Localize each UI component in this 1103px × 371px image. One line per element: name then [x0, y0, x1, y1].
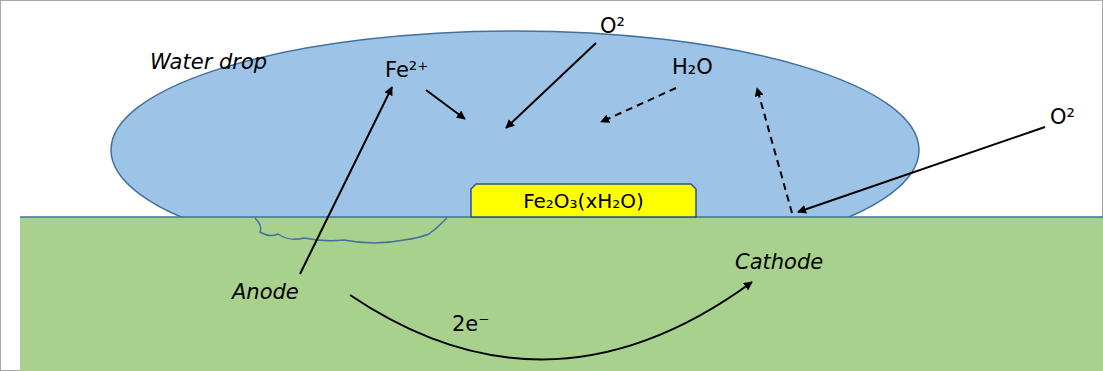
drop-shape: [111, 31, 919, 217]
water-to-rust-arrow: [601, 88, 676, 122]
rust-box: Fe₂O₃(xH₂O): [470, 183, 697, 218]
electron-label: 2e⁻: [452, 312, 489, 337]
anode-pit: [255, 218, 447, 243]
oxygen-arrow: [506, 43, 596, 128]
fe-ion-arrow: [300, 87, 392, 274]
drop-label: Water drop: [150, 50, 267, 75]
oxygen-label: O²: [1050, 105, 1075, 130]
metal-ground: [20, 217, 1103, 371]
electron-flow-arrow: [350, 282, 752, 359]
metal-surface: [20, 216, 1103, 218]
oxygen-label: O²: [600, 14, 625, 39]
compound-label: Fe₂O₃(xH₂O): [523, 189, 644, 213]
oxygen-cathode-arrow: [798, 127, 1045, 212]
water-label: H₂O: [672, 55, 713, 80]
cathode-label: Cathode: [735, 250, 823, 275]
cathode-water-arrow: [757, 88, 792, 213]
iron-ion: Fe²⁺: [385, 58, 428, 83]
rust-shape: [471, 184, 696, 217]
anode-label: Anode: [232, 280, 299, 305]
fe-to-rust-arrow: [426, 90, 465, 119]
